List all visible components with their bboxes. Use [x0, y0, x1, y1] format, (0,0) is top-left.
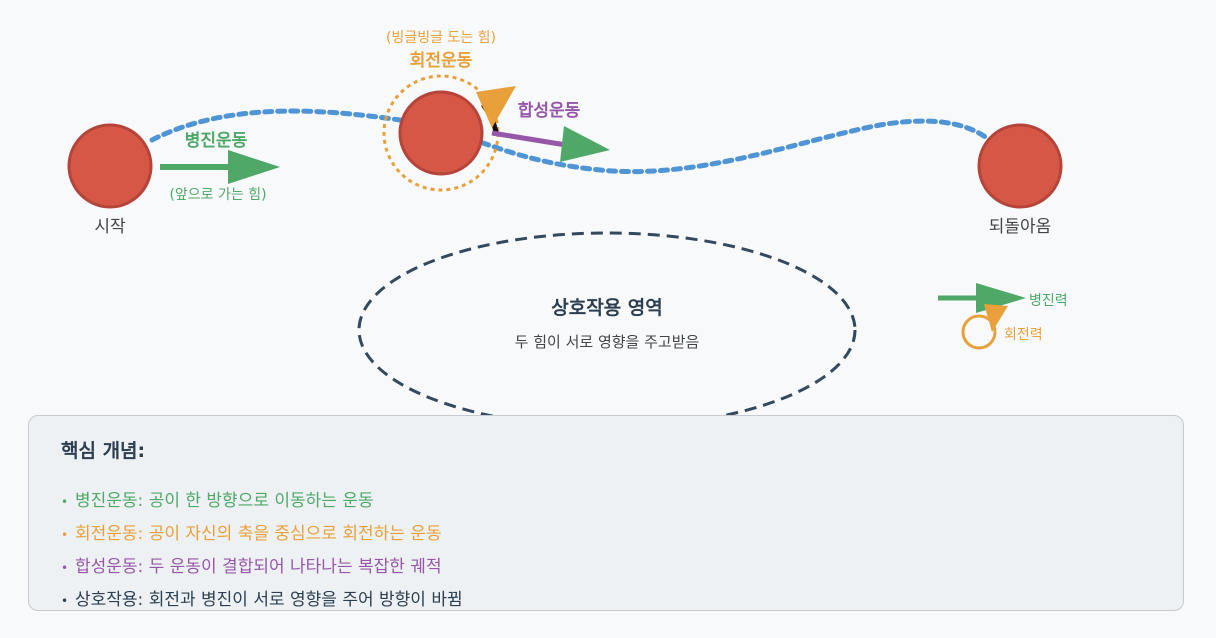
rotation-sublabel: (빙글빙글 도는 힘) [386, 30, 496, 46]
translation-label: 병진운동 [185, 131, 248, 151]
translation-arrow-head [228, 150, 280, 184]
return-ball [977, 123, 1063, 209]
combined-arrow-head [560, 126, 610, 162]
trajectory-path [149, 108, 998, 175]
combined-arrow-shaft [491, 130, 567, 148]
translation-sublabel: (앞으로 가는 힘) [169, 187, 266, 203]
legend-rotation-ring [961, 314, 997, 350]
legend-rotation-label: 회전력 [1004, 327, 1043, 343]
rotation-label: 회전운동 [410, 51, 473, 71]
start-ball [67, 123, 153, 209]
legend-translation-label: 병진력 [1029, 293, 1068, 309]
bullet: • [61, 594, 69, 608]
rotating-ball [398, 90, 484, 176]
concept-text: 병진운동: 공이 한 방향으로 이동하는 운동 [75, 491, 374, 511]
legend-rotation-head [984, 304, 1008, 332]
combined-label: 합성운동 [518, 100, 581, 121]
concept-text: 합성운동: 두 운동이 결합되어 나타나는 복잡한 궤적 [75, 557, 442, 577]
bullet: • [61, 528, 69, 542]
concept-item-translation: • 병진운동: 공이 한 방향으로 이동하는 운동 [61, 485, 1151, 518]
interaction-title: 상호작용 영역 [551, 297, 663, 319]
concept-text: 상호작용: 회전과 병진이 서로 영향을 주어 방향이 바뀜 [75, 590, 463, 610]
concept-text: 회전운동: 공이 자신의 축을 중심으로 회전하는 운동 [75, 524, 442, 544]
interaction-zone [357, 231, 857, 415]
concept-title: 핵심 개념: [61, 440, 146, 462]
concept-item-rotation: • 회전운동: 공이 자신의 축을 중심으로 회전하는 운동 [61, 518, 1151, 551]
start-label: 시작 [94, 217, 126, 237]
bullet: • [61, 561, 69, 575]
concept-item-interaction: • 상호작용: 회전과 병진이 서로 영향을 주어 방향이 바뀜 [61, 584, 1151, 617]
motion-diagram: 시작 병진운동 (앞으로 가는 힘) (빙글빙글 도는 힘) 회전운동 합성운동… [67, 30, 1068, 415]
interaction-subtitle: 두 힘이 서로 영향을 주고받음 [515, 333, 700, 351]
concept-item-combined: • 합성운동: 두 운동이 결합되어 나타나는 복잡한 궤적 [61, 551, 1151, 584]
return-label: 되돌아옴 [989, 217, 1052, 237]
bullet: • [61, 495, 69, 509]
rotation-arrow-head [476, 86, 516, 128]
concept-box: 핵심 개념: • 병진운동: 공이 한 방향으로 이동하는 운동 • 회전운동: 공… [28, 415, 1184, 611]
